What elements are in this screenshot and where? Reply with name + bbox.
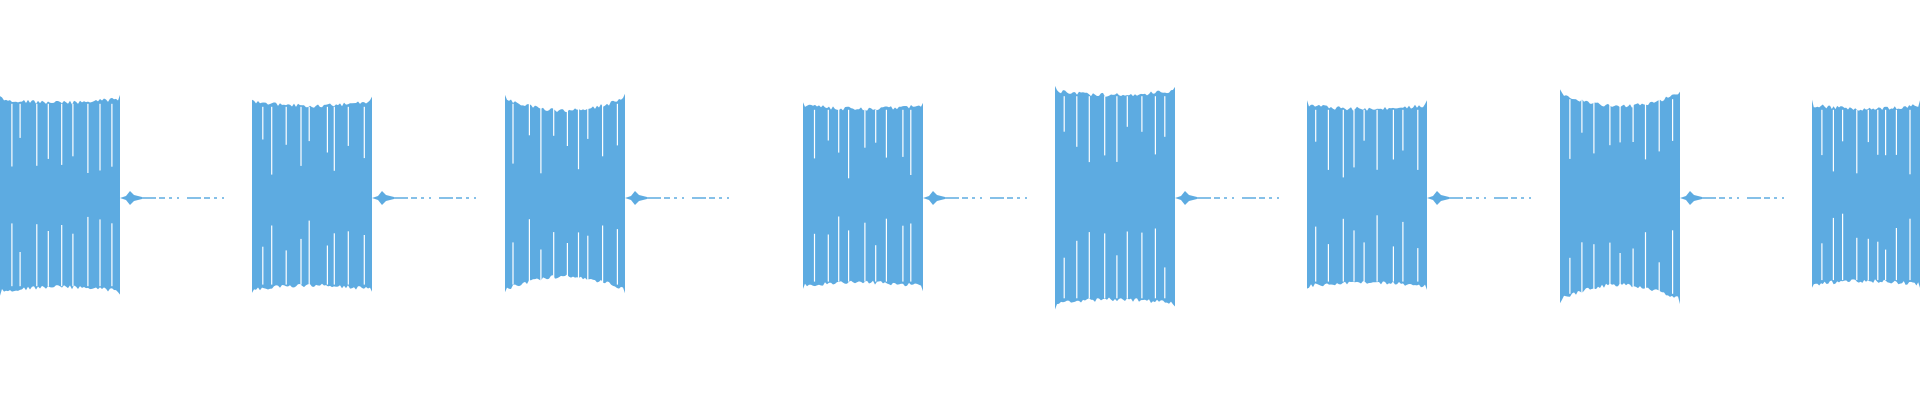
waveform-decay-blip — [923, 191, 945, 205]
waveform-envelope — [0, 94, 120, 296]
waveform-burst — [1812, 99, 1920, 288]
waveform-decay-blip — [1427, 191, 1449, 205]
waveform-decay-blip — [120, 191, 142, 205]
waveform-burst — [0, 94, 225, 296]
waveform-envelope — [252, 96, 372, 293]
waveform-burst — [1307, 100, 1532, 290]
waveform-decay-blip — [625, 191, 647, 205]
waveform-envelope — [803, 102, 923, 292]
waveform-envelope — [505, 93, 625, 294]
waveform-envelope — [1560, 89, 1680, 305]
waveform-decay-blip — [1175, 191, 1197, 205]
waveform-envelope — [1307, 100, 1427, 290]
waveform-burst — [1560, 89, 1785, 305]
waveform-burst — [803, 102, 1028, 292]
waveform-bursts — [0, 85, 1920, 310]
waveform-envelope — [1055, 85, 1175, 310]
waveform-burst — [505, 93, 730, 294]
waveform-decay-blip — [1680, 191, 1702, 205]
waveform-burst — [1055, 85, 1280, 310]
waveform-envelope — [1812, 99, 1920, 288]
waveform-decay-blip — [372, 191, 394, 205]
waveform-burst — [252, 96, 477, 293]
